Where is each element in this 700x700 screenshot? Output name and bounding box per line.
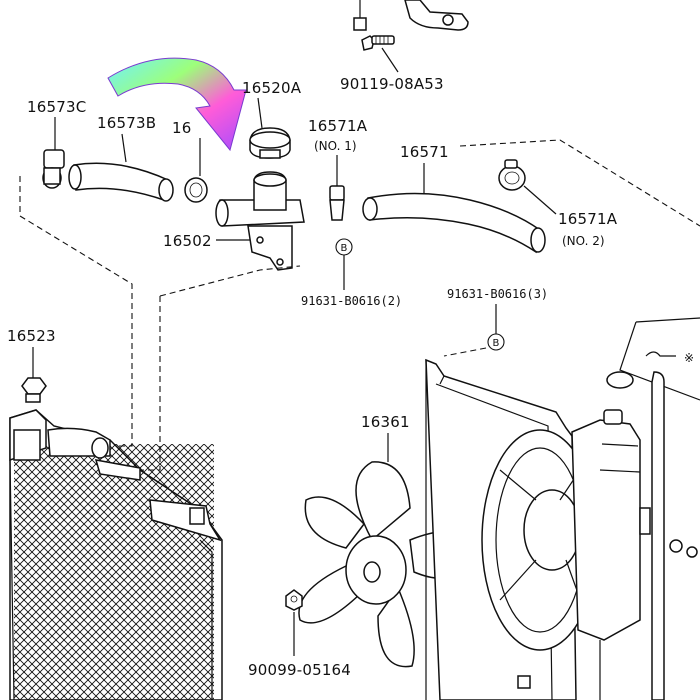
label-16361: 16361: [361, 413, 410, 431]
callout-b-2: B: [487, 304, 505, 351]
fan-shroud: [425, 358, 599, 700]
hose-clamp-small: [184, 177, 208, 203]
cooling-fan-16361: [298, 461, 469, 668]
group-outline: [19, 176, 133, 447]
label-16571a-top: 16571A: [308, 117, 368, 135]
hose-16571: [362, 192, 546, 254]
radiator-cap-16520a: [249, 127, 291, 159]
label-16573c: 16573C: [27, 98, 86, 116]
hose-16573b: [68, 162, 174, 202]
clamp-16571a-no2: [498, 159, 526, 191]
callout-b-1: B: [335, 238, 353, 290]
bolt-90099: [285, 589, 303, 656]
label-16-partial: 16: [172, 119, 192, 137]
label-16573b: 16573B: [97, 114, 156, 132]
label-16523: 16523: [7, 327, 56, 345]
label-no1: (NO. 1): [314, 139, 357, 153]
radiator: [9, 409, 223, 700]
curved-arrow-icon: [107, 57, 247, 152]
clamp-16573c: [42, 149, 65, 189]
label-16502: 16502: [163, 232, 212, 250]
label-no2: (NO. 2): [562, 234, 605, 248]
bolt-90119: [361, 35, 399, 73]
label-90119-08a53: 90119-08A53: [340, 75, 444, 93]
water-outlet-16502: [215, 171, 305, 271]
clamp-16571a-no1: [329, 185, 345, 221]
top-bracket: [353, 0, 469, 31]
svg-text:B: B: [493, 338, 500, 349]
note-mark: ※: [684, 351, 694, 365]
svg-text:B: B: [341, 243, 348, 254]
label-91631-b0616-2: 91631-B0616(2): [301, 294, 402, 308]
reservoir-box: ※: [606, 317, 700, 700]
label-16571: 16571: [400, 143, 449, 161]
label-90099-05164: 90099-05164: [248, 661, 351, 679]
reservoir-tank: [571, 409, 698, 700]
label-91631-b0616-3: 91631-B0616(3): [447, 287, 548, 301]
label-16571a-right: 16571A: [558, 210, 618, 228]
label-16520a: 16520A: [242, 79, 302, 97]
drain-cock-16523: [21, 377, 47, 403]
